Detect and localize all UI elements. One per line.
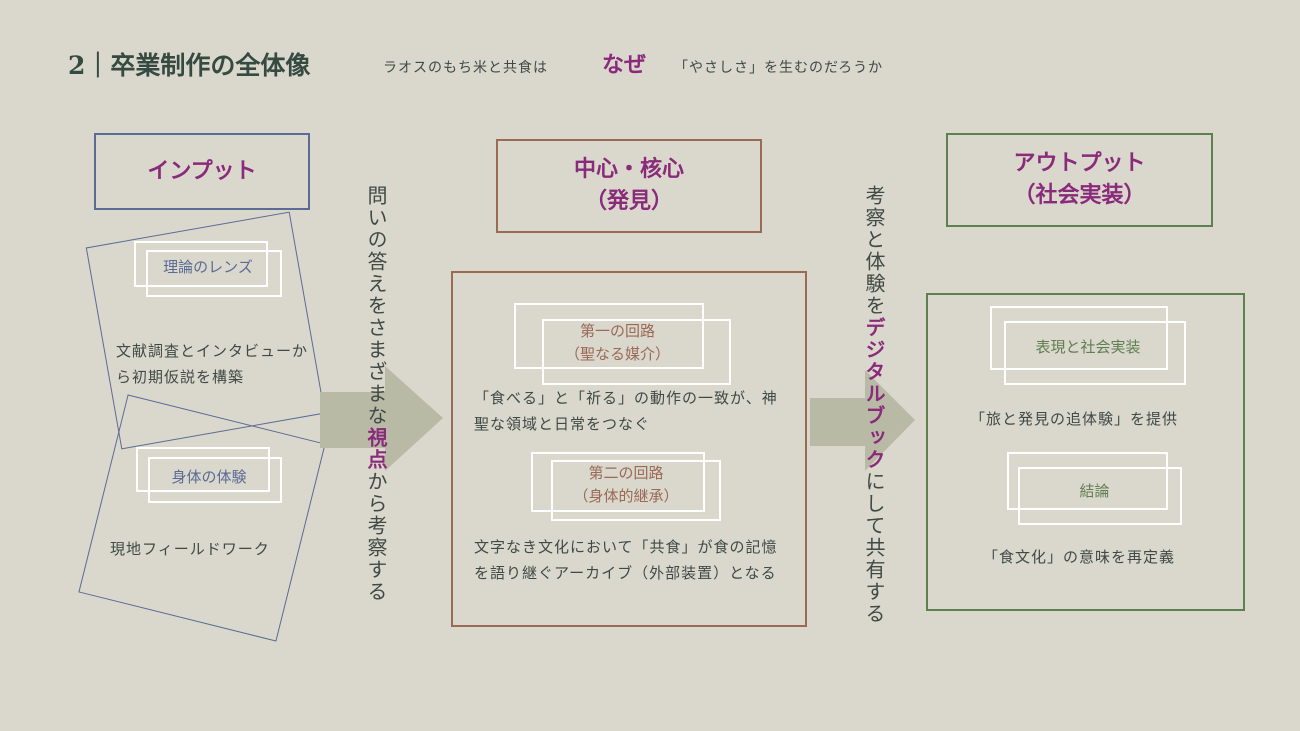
- core-frame: [451, 271, 807, 627]
- output-frame: [926, 293, 1245, 611]
- core-label-2-text: 第二の回路 （身体的継承）: [531, 462, 721, 507]
- output-heading: アウトプット （社会実装）: [946, 133, 1213, 227]
- core-label-2-line1: 第二の回路: [588, 464, 664, 482]
- core-label-1-line1: 第一の回路: [579, 322, 655, 340]
- output-label-2: 結論: [1007, 452, 1182, 525]
- input-label-1-text: 理論のレンズ: [163, 258, 253, 276]
- connector-2-post: にして共有する: [862, 471, 886, 625]
- input-text-1: 文献調査とインタビューから初期仮説を構築: [116, 342, 309, 387]
- core-text-1: 「食べる」と「祈る」の動作の一致が、神聖な領域と日常をつなぐ: [474, 389, 778, 434]
- output-heading-line2: （社会実装）: [1013, 183, 1146, 208]
- slide-title: 2｜卒業制作の全体像: [68, 51, 311, 80]
- input-text-2: 現地フィールドワーク: [110, 540, 270, 558]
- arrow-right-icon: [810, 370, 915, 471]
- core-heading-line2: （発見）: [584, 189, 673, 214]
- output-heading-line1: アウトプット: [1013, 151, 1146, 177]
- output-text-1: 「旅と発見の追体験」を提供: [970, 410, 1179, 428]
- core-heading-line1: 中心・核心: [573, 157, 684, 183]
- input-label-2-text: 身体の体験: [171, 468, 247, 486]
- core-label-1-line2: （聖なる媒介）: [564, 344, 670, 363]
- subtitle-post: 「やさしさ」を生むのだろうか: [674, 60, 884, 76]
- output-label-1: 表現と社会実装: [990, 306, 1186, 385]
- core-heading: 中心・核心 （発見）: [496, 139, 762, 233]
- connector-1-text: 問いの答えをさまざまな視点から考察する: [362, 185, 391, 645]
- input-label-2: 身体の体験: [136, 447, 282, 503]
- connector-2-emphasis: デジタルブック: [862, 317, 886, 471]
- subtitle-pre: ラオスのもち米と共食は: [383, 60, 548, 76]
- core-label-2-line2: （身体的継承）: [573, 486, 679, 505]
- connector-2-text: 考察と体験をデジタルブックにして共有する: [860, 185, 889, 625]
- core-text-2: 文字なき文化において「共食」が食の記憶を語り継ぐアーカイブ（外部装置）となる: [474, 538, 778, 583]
- output-label-1-text: 表現と社会実装: [1035, 338, 1141, 356]
- input-heading-text: インプット: [147, 158, 257, 184]
- output-label-2-text: 結論: [1079, 482, 1110, 500]
- input-card-frame-2: [78, 394, 326, 642]
- output-text-2: 「食文化」の意味を再定義: [983, 548, 1176, 566]
- connector-1-emphasis: 視点: [364, 427, 388, 471]
- connector-1-post: から考察する: [364, 471, 388, 603]
- core-label-1: 第一の回路 （聖なる媒介）: [514, 303, 731, 385]
- connector-1-pre: 問いの答えをさまざまな: [364, 185, 388, 427]
- arrow-right-icon: [320, 366, 443, 471]
- core-label-1-text: 第一の回路 （聖なる媒介）: [509, 320, 726, 365]
- subtitle-emphasis: なぜ: [602, 53, 647, 78]
- input-heading: インプット: [94, 133, 310, 210]
- input-label-1: 理論のレンズ: [134, 241, 282, 297]
- connector-2-pre: 考察と体験を: [862, 185, 886, 317]
- core-label-2: 第二の回路 （身体的継承）: [531, 452, 721, 521]
